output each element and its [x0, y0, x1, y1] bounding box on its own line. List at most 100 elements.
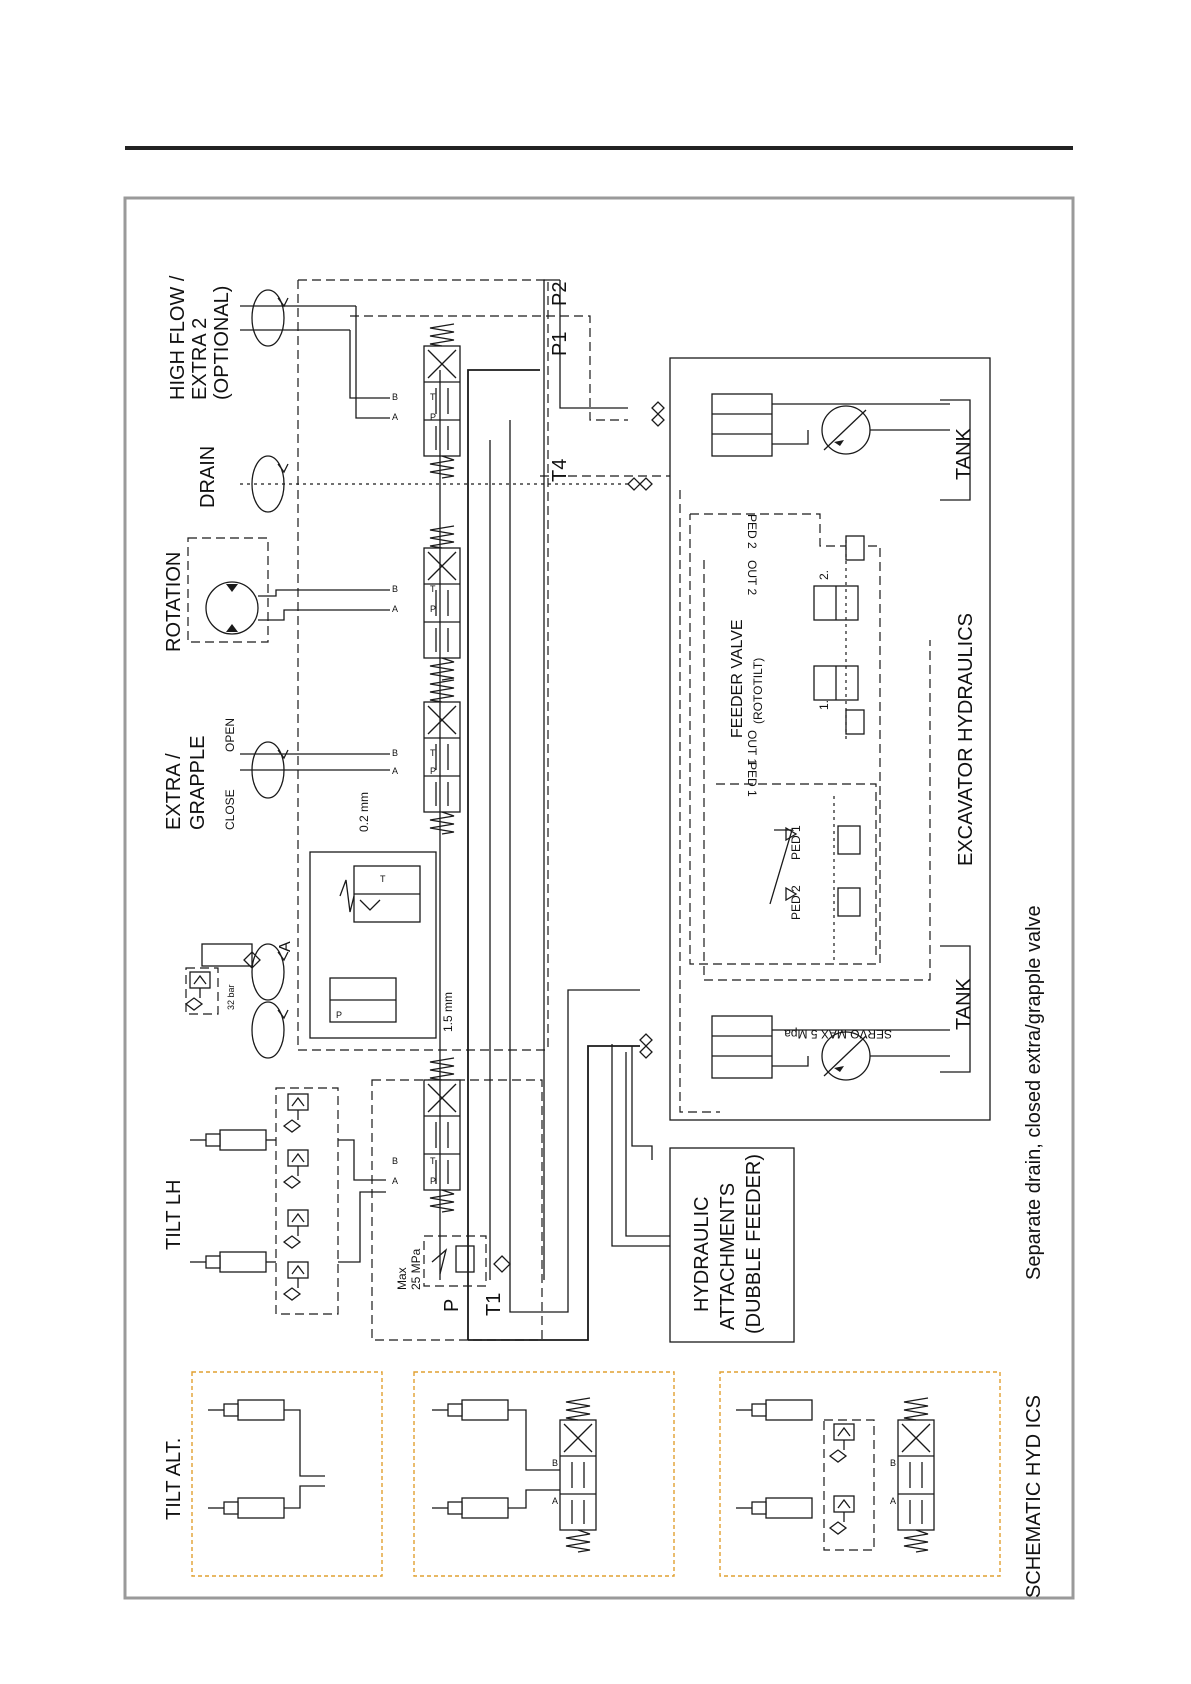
pedal-valve-2-icon	[837, 887, 861, 917]
open-label: OPEN	[223, 718, 237, 752]
relief-valve-icon	[283, 1149, 309, 1189]
tank-label-1: TANK	[953, 427, 975, 480]
pilot-manifold-box	[309, 851, 437, 1039]
cylinder-icon	[735, 1497, 813, 1519]
close-label: CLOSE	[223, 789, 237, 830]
excavator-control-valve-icon	[711, 1015, 773, 1079]
excavator-control-valve-icon	[711, 393, 773, 457]
rotation-arrow-icon	[251, 289, 289, 347]
svg-text:A: A	[392, 412, 398, 422]
relief-valve-icon	[283, 1209, 309, 1249]
svg-text:T: T	[430, 584, 436, 594]
page-frame	[123, 196, 1075, 1600]
svg-text:P: P	[430, 1176, 436, 1186]
tilt-alt-label: TILT ALT.	[163, 1438, 185, 1520]
directional-valve-icon	[897, 1397, 935, 1553]
rotation-valve-icon[interactable]	[423, 525, 461, 681]
pedal-arrow-icon	[785, 826, 798, 842]
svg-text:A: A	[890, 1496, 896, 1506]
highflow-label-1: HIGH FLOW /	[167, 275, 189, 400]
svg-text:P: P	[430, 604, 436, 614]
pedal-valve-1-icon	[837, 825, 861, 855]
svg-text:B: B	[392, 1156, 398, 1166]
svg-text:T: T	[430, 1156, 436, 1166]
cylinder-icon	[207, 1497, 285, 1519]
hydraulic-pump-icon	[821, 405, 871, 455]
svg-text:OUT 1: OUT 1	[745, 730, 759, 765]
attachments-label-2: ATTACHMENTS	[717, 1183, 739, 1330]
drain-label: DRAIN	[197, 446, 219, 508]
svg-text:32 bar: 32 bar	[226, 984, 236, 1010]
cylinder-icon	[431, 1497, 509, 1519]
svg-text:Max: Max	[395, 1267, 409, 1290]
svg-text:P: P	[336, 1010, 342, 1020]
feeder-valve-label-1: FEEDER VALVE	[729, 619, 746, 738]
servo-label: SERVO MAX 5 Mpa	[784, 1027, 892, 1041]
svg-text:B: B	[392, 392, 398, 402]
cylinder-icon	[189, 1251, 267, 1273]
cylinder-icon	[189, 1129, 267, 1151]
main-relief-valve-icon	[455, 1245, 475, 1273]
svg-text:T: T	[430, 748, 436, 758]
svg-text:B: B	[890, 1458, 896, 1468]
excavator-hydraulics-label: EXCAVATOR HYDRAULICS	[955, 613, 977, 866]
relief-valve-icon	[283, 1261, 309, 1301]
attachments-label-1: HYDRAULIC	[691, 1196, 713, 1312]
svg-text:PED 1: PED 1	[789, 825, 803, 860]
svg-text:A: A	[392, 1176, 398, 1186]
svg-text:A: A	[392, 766, 398, 776]
svg-text:A: A	[392, 604, 398, 614]
attachments-label-3: (DUBBLE FEEDER)	[743, 1154, 765, 1334]
svg-text:PED 2: PED 2	[745, 514, 759, 549]
excavator-hydraulics-box	[669, 357, 991, 1121]
svg-text:B: B	[392, 584, 398, 594]
svg-text:2.: 2.	[817, 570, 831, 580]
main-relief-box	[423, 1235, 487, 1287]
feeder-valve-box	[689, 513, 881, 965]
check-valve-32bar-icon	[185, 971, 211, 1011]
check-valve-icon	[493, 1255, 511, 1273]
cylinder-icon	[431, 1399, 509, 1421]
svg-text:P: P	[430, 766, 436, 776]
svg-text:PED 2: PED 2	[789, 885, 803, 920]
pedal-icon	[769, 829, 793, 905]
tilt-alt-box-1	[191, 1371, 383, 1577]
extra-grapple-label-1: EXTRA /	[163, 753, 185, 830]
svg-text:1.: 1.	[817, 700, 831, 710]
hydraulic-attachments-box	[669, 1147, 795, 1343]
highflow-label-2: EXTRA 2	[189, 318, 211, 400]
tank-label-2: TANK	[953, 977, 975, 1030]
schematic-title: SCHEMATIC HYD ICS	[1023, 1395, 1045, 1598]
accumulator-icon	[201, 943, 253, 967]
relief-valve-icon	[283, 1093, 309, 1133]
cylinder-icon	[207, 1399, 285, 1421]
valve-bank-boundary	[298, 279, 549, 1050]
rotation-label: ROTATION	[163, 552, 185, 652]
shuttle-valve-icon	[845, 535, 865, 561]
highflow-label-3: (OPTIONAL)	[211, 286, 233, 400]
svg-text:A: A	[552, 1496, 558, 1506]
tilt-alt-box-3	[719, 1371, 1001, 1577]
rotation-motor-icon	[205, 581, 259, 635]
port-t4-label: T4	[549, 459, 571, 482]
pedal-arrow-icon	[785, 886, 798, 902]
tilt-lh-label: TILT LH	[163, 1180, 185, 1250]
tilt-directional-valve-icon[interactable]	[423, 1057, 461, 1213]
svg-text:PED 1: PED 1	[745, 762, 759, 797]
svg-text:1.5 mm: 1.5 mm	[441, 992, 455, 1032]
svg-text:B: B	[392, 748, 398, 758]
feeder-valve-label-2: (ROTOTILT)	[751, 658, 765, 724]
schematic-subtitle: Separate drain, closed extra/grapple val…	[1023, 905, 1045, 1280]
a-line-label: A	[277, 941, 294, 952]
shuttle-valve-icon	[845, 709, 865, 735]
tilt-alt-box-2	[413, 1371, 675, 1577]
port-p-label: P	[441, 1299, 463, 1312]
extra-grapple-label-2: GRAPPLE	[187, 736, 209, 830]
relief-valve-icon	[829, 1495, 855, 1535]
port-t1-label: T1	[483, 1293, 505, 1316]
directional-valve-icon	[559, 1397, 597, 1553]
svg-text:B: B	[552, 1458, 558, 1468]
svg-text:T: T	[430, 392, 436, 402]
